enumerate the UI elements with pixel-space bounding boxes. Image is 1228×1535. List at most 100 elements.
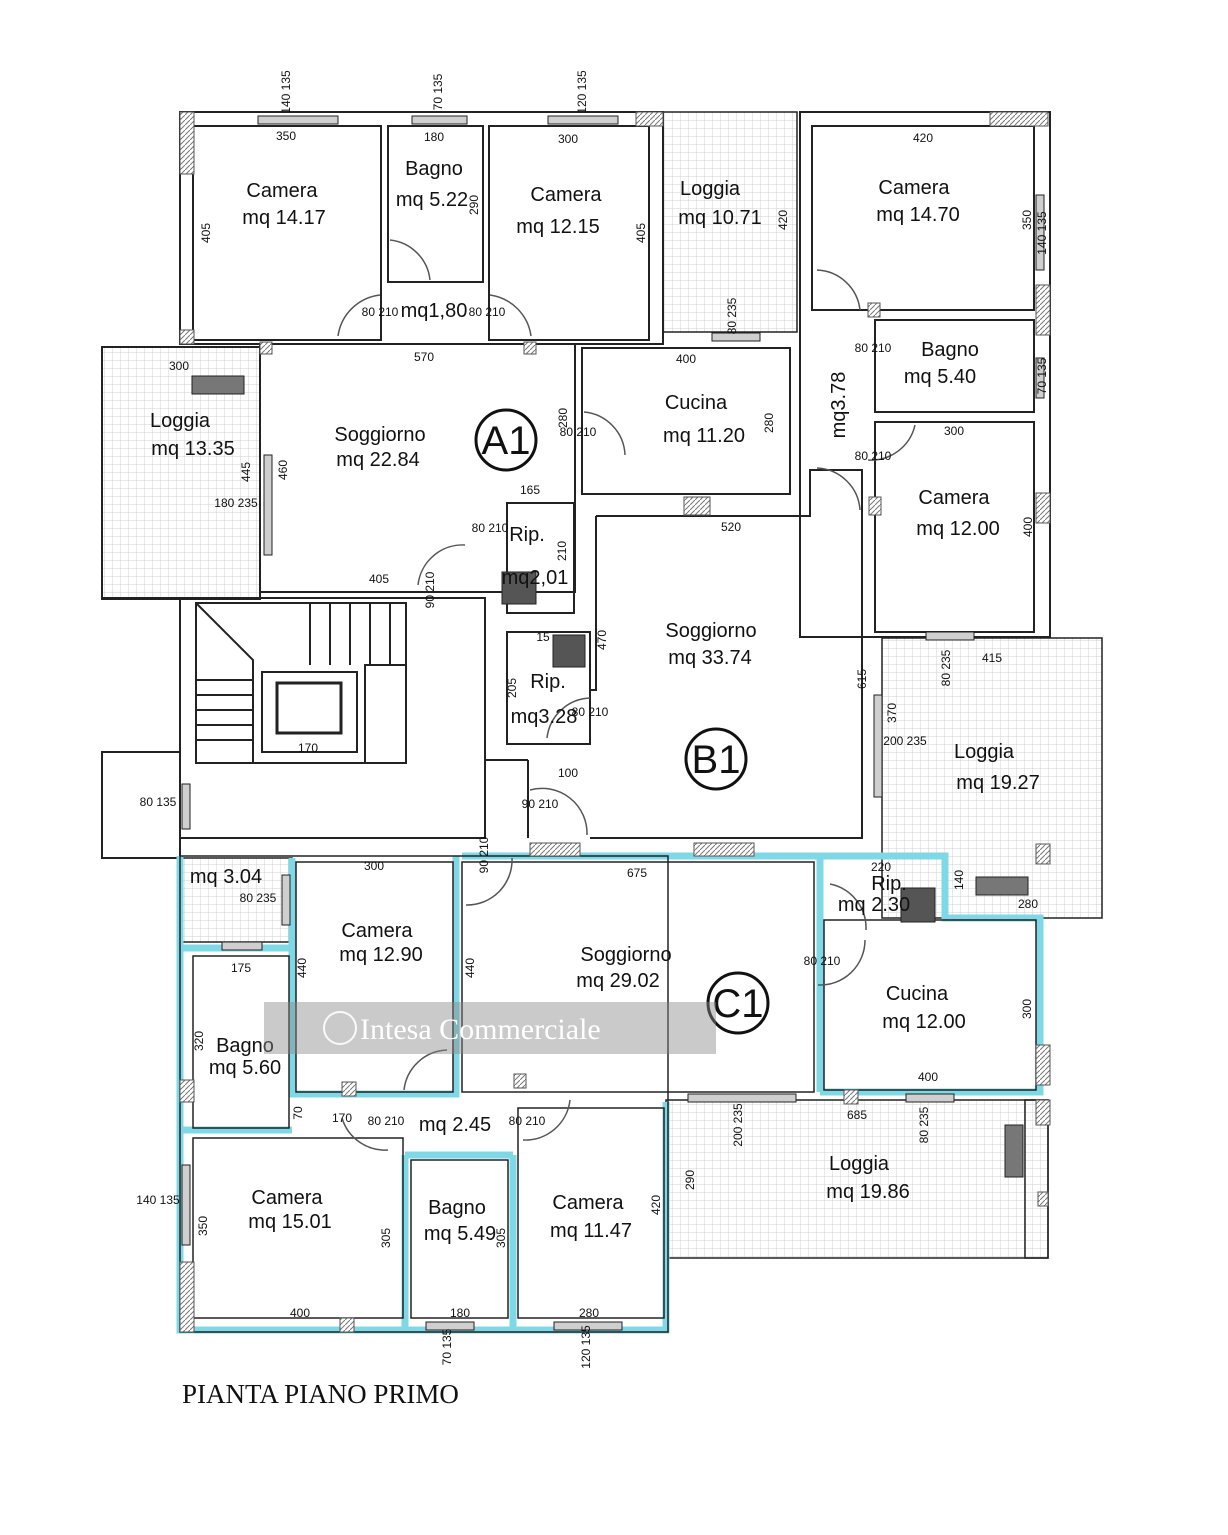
dimension: 405 (199, 223, 213, 243)
dimension: 440 (295, 958, 309, 978)
dimension: 205 (505, 678, 519, 698)
room-area: mq 10.71 (678, 207, 761, 229)
room-name: Rip. (871, 873, 907, 895)
room-name: Camera (251, 1187, 323, 1209)
pillars (179, 111, 1051, 1333)
dimension: 80 210 (855, 341, 892, 355)
boiler-icon (191, 375, 245, 395)
dimension: 400 (1021, 517, 1035, 537)
dimension: 280 (762, 413, 776, 433)
dimension: 400 (918, 1070, 938, 1084)
dimension: 470 (595, 630, 609, 650)
dimension: 675 (627, 866, 647, 880)
room-name: Loggia (680, 178, 741, 200)
room-name: Camera (246, 180, 318, 202)
dimension: 80 135 (140, 795, 177, 809)
brand-logo-icon (323, 1011, 357, 1045)
dimension: 70 135 (440, 1328, 454, 1365)
walls-a1 (102, 111, 791, 614)
dimension: 405 (369, 572, 389, 586)
unit-label-a1: A1 (482, 419, 531, 463)
room-name: Bagno (405, 158, 463, 180)
room-name: Cucina (665, 392, 728, 414)
boiler-icon (1004, 1124, 1024, 1178)
dimension: 370 (885, 703, 899, 723)
room-labels: Camera mq 14.17 Bagno mq 5.22 Camera mq … (150, 158, 1040, 1245)
dimension: 175 (231, 961, 251, 975)
room-area: mq 33.74 (668, 647, 751, 669)
room-area: mq 5.40 (904, 366, 976, 388)
room-area: mq 22.84 (336, 449, 419, 471)
room-name: Loggia (150, 410, 211, 432)
room-area: mq 2.30 (838, 894, 910, 916)
stairwell (101, 597, 486, 859)
walls-b1 (484, 111, 1051, 839)
shaft-icon (501, 571, 537, 605)
dimension: 350 (1020, 210, 1034, 230)
shaft-icon (900, 887, 936, 923)
dimension: 100 (558, 766, 578, 780)
dimension: 440 (463, 958, 477, 978)
dimension: 80 235 (240, 891, 277, 905)
dimension: 350 (196, 1216, 210, 1236)
dimension: 120 135 (579, 1325, 593, 1369)
room-area: mq 19.86 (826, 1181, 909, 1203)
dimension: 305 (379, 1228, 393, 1248)
room-name: Soggiorno (334, 424, 425, 446)
room-name: Bagno (921, 339, 979, 361)
room-area: mq 14.17 (242, 207, 325, 229)
dimension: 685 (847, 1108, 867, 1122)
dimension: 140 (952, 870, 966, 890)
room-area: mq 5.22 (396, 189, 468, 211)
windows (181, 115, 1045, 1331)
dimension: 445 (239, 462, 253, 482)
dimension: 80 210 (509, 1114, 546, 1128)
room-area: mq 5.49 (424, 1223, 496, 1245)
dimension: 120 135 (575, 70, 589, 114)
dimension: 280 (1018, 897, 1038, 911)
dimension: 200 235 (883, 734, 927, 748)
dimension: 520 (721, 520, 741, 534)
room-name: Camera (552, 1192, 624, 1214)
room-area: mq 15.01 (248, 1211, 331, 1233)
dimension: 320 (192, 1031, 206, 1051)
room-area: mq 12.00 (882, 1011, 965, 1033)
dimension: 170 (332, 1111, 352, 1125)
dimension: 15 (536, 630, 550, 644)
dimension: 80 210 (804, 954, 841, 968)
room-area: mq 2.45 (419, 1114, 491, 1136)
dimension: 170 (298, 741, 318, 755)
dimension: 300 (944, 424, 964, 438)
loggia-small-floor (179, 857, 293, 943)
dimension: 80 235 (917, 1106, 931, 1143)
dimension: 280 (556, 408, 570, 428)
loggia-top-floor (662, 111, 798, 333)
dimension: 300 (364, 859, 384, 873)
watermark: Intesa Commerciale (264, 1002, 716, 1054)
dimension: 200 235 (731, 1103, 745, 1147)
room-area: mq 12.15 (516, 216, 599, 238)
dimension-labels: 350 180 300 420 405 290 405 420 350 570 … (136, 70, 1049, 1369)
dimension: 305 (494, 1228, 508, 1248)
room-name: Camera (341, 920, 413, 942)
room-name: Bagno (428, 1197, 486, 1219)
dimension: 280 (579, 1306, 599, 1320)
dimension: 70 (291, 1106, 305, 1120)
dimension: 80 210 (362, 305, 399, 319)
room-area: mq 19.27 (956, 772, 1039, 794)
dimension: 180 (424, 130, 444, 144)
dimension: 400 (290, 1306, 310, 1320)
dimension: 210 (555, 541, 569, 561)
dimension: 300 (558, 132, 578, 146)
dimension: 140 135 (136, 1193, 180, 1207)
room-name: Rip. (530, 671, 566, 693)
dimension: 420 (913, 131, 933, 145)
dimension: 70 135 (1035, 357, 1049, 394)
room-area: mq 11.47 (550, 1220, 632, 1242)
room-area: mq 29.02 (576, 970, 659, 992)
dimension: 90 210 (477, 836, 491, 873)
boiler-icons (191, 375, 1029, 1178)
room-name: Camera (918, 487, 990, 509)
room-name: Cucina (886, 983, 949, 1005)
room-name: Soggiorno (580, 944, 671, 966)
